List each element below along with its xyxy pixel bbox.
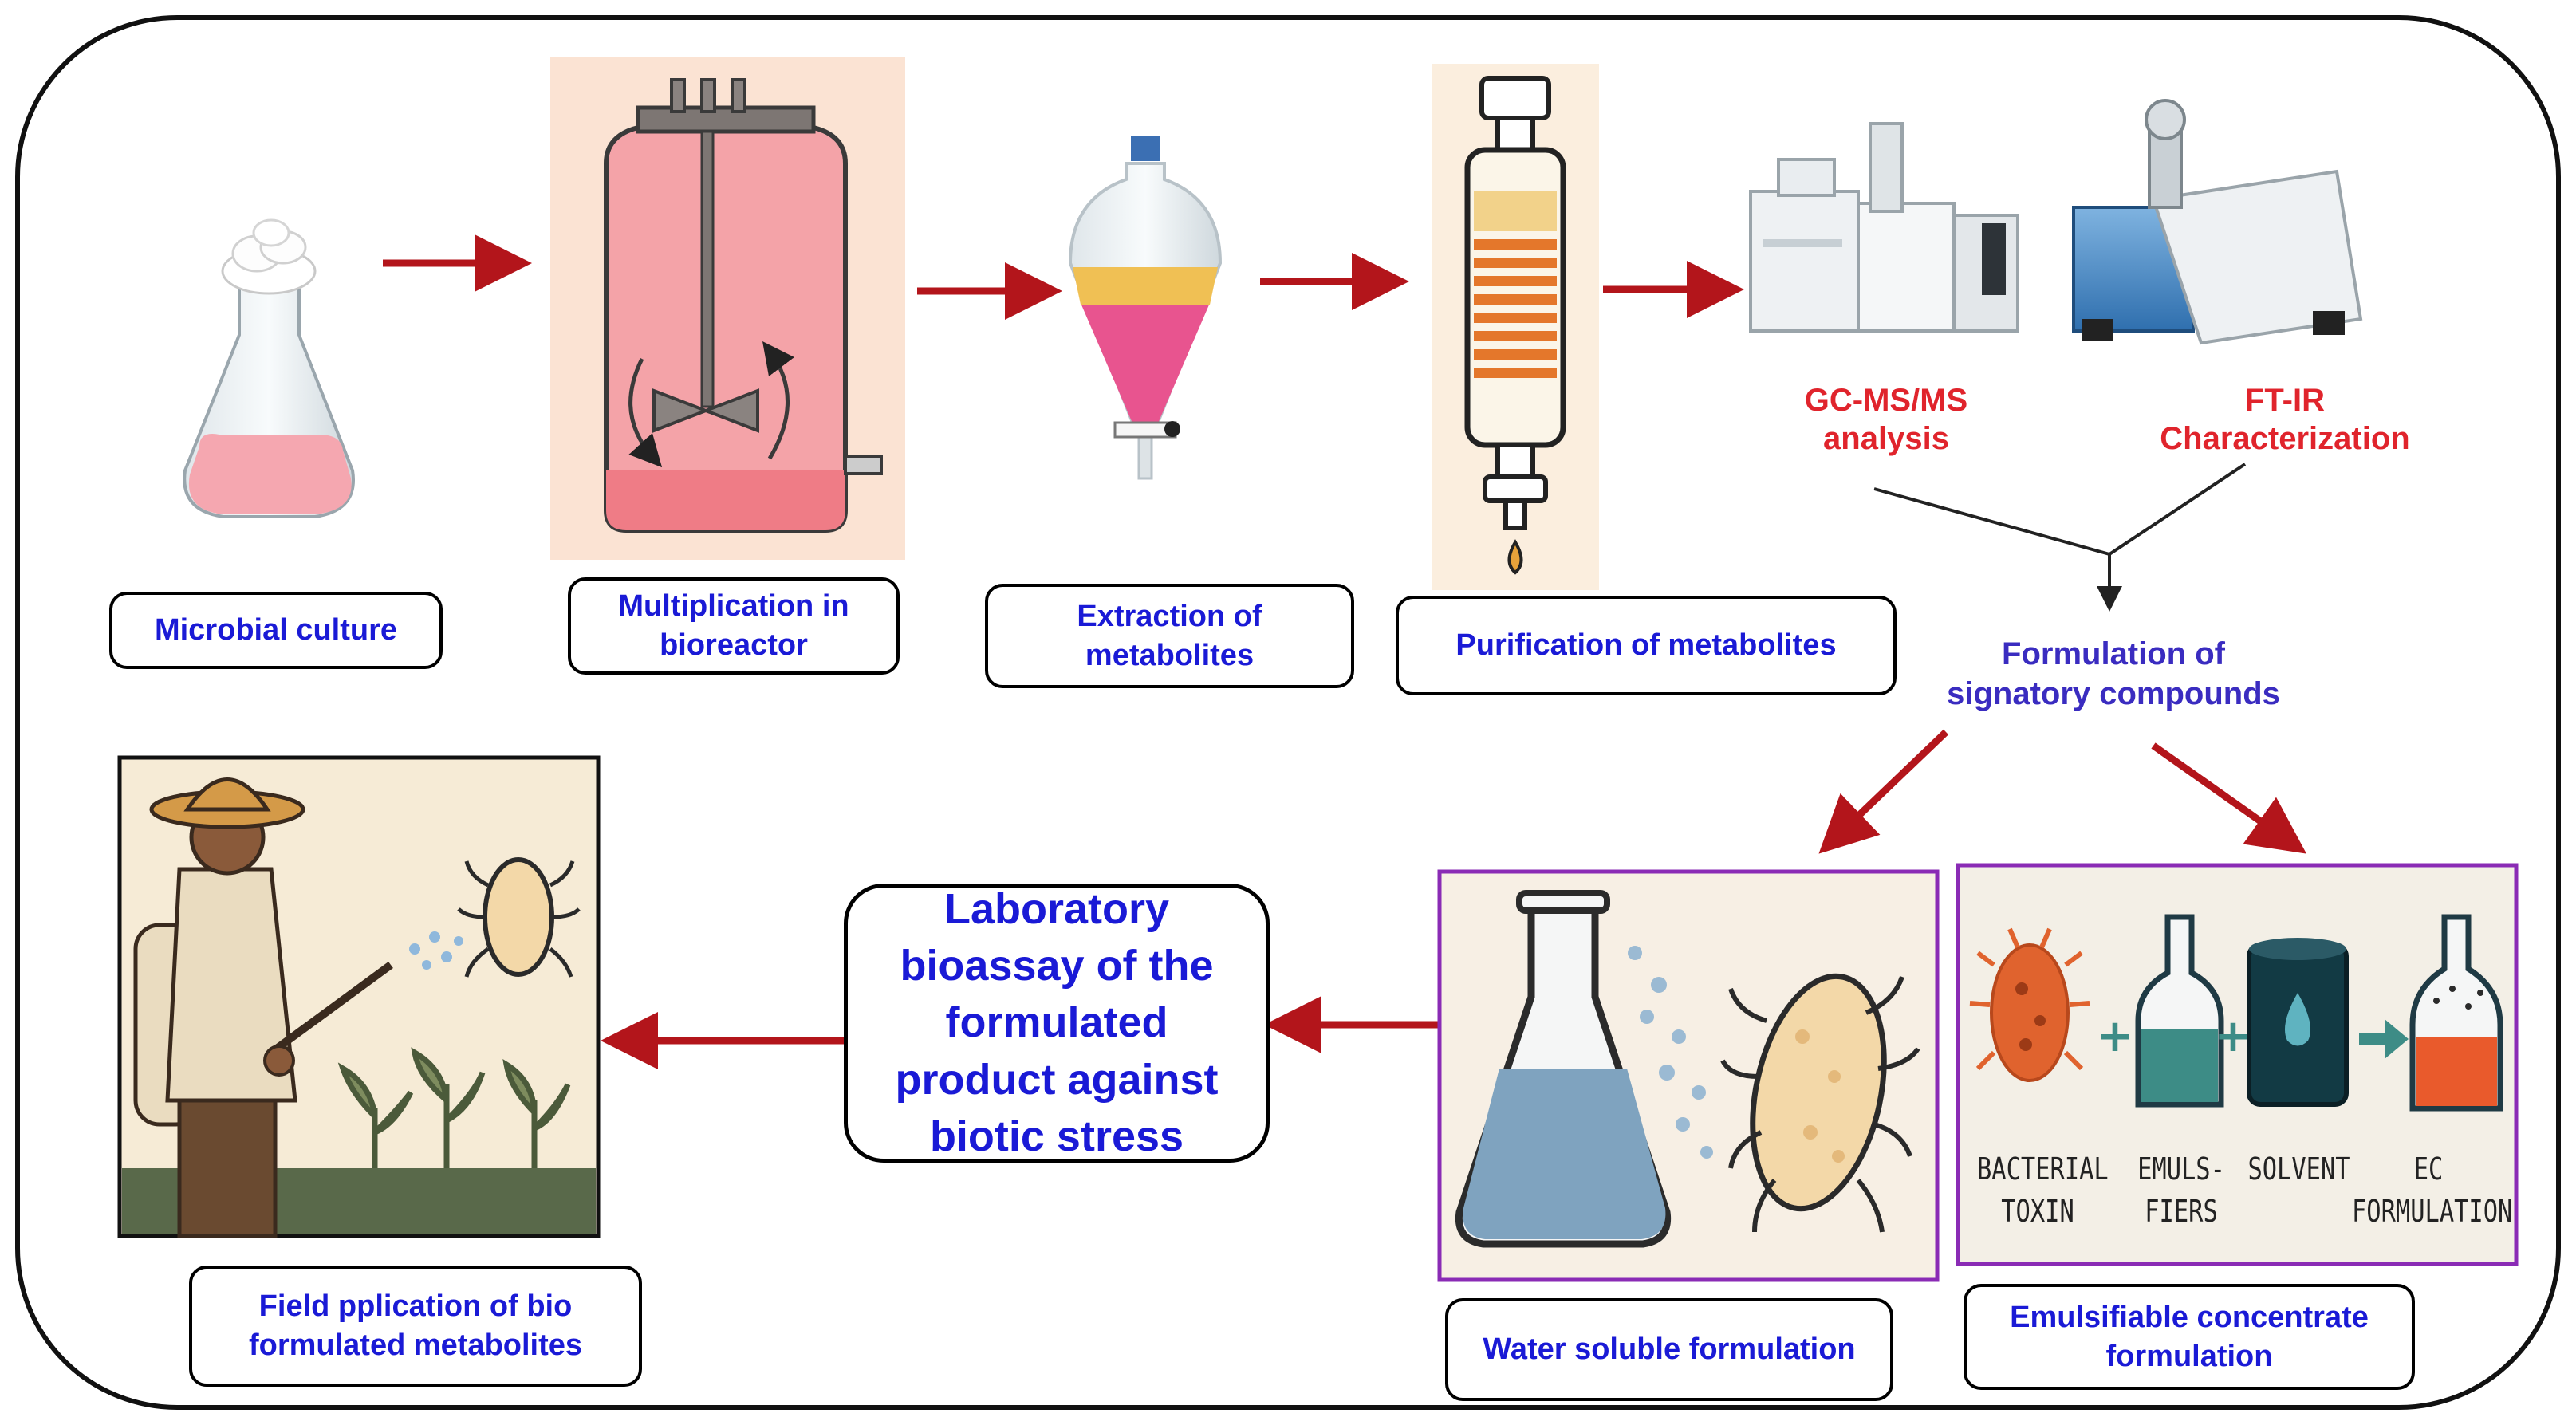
- arrow-to-water-soluble: [1818, 729, 1949, 854]
- ec-formulation-illustration: + +: [1956, 863, 2519, 1266]
- outer-frame: [15, 15, 2561, 1410]
- ft-ir-instrument-icon: [2072, 99, 2363, 345]
- ec-emulsifiers-text: EMULS-FIERS: [2137, 1151, 2225, 1230]
- gc-ms-instrument-icon: [1749, 122, 2019, 333]
- separatory-funnel-icon: [1068, 136, 1223, 480]
- step-microbial-culture: Microbial culture: [109, 592, 443, 669]
- line-ftir-converge: [2108, 463, 2247, 556]
- bioreactor-icon: [550, 57, 905, 560]
- chromatography-column-icon: [1432, 64, 1599, 590]
- arrow-to-emulsifiable: [2151, 742, 2307, 854]
- svg-text:+: +: [2097, 1010, 2134, 1062]
- svg-text:+: +: [2215, 1010, 2252, 1062]
- line-gcms-converge: [1873, 487, 2110, 556]
- ec-solvent-text: SOLVENT: [2247, 1151, 2350, 1187]
- water-soluble-illustration: [1437, 869, 1940, 1282]
- erlenmeyer-flask-icon: [183, 218, 355, 518]
- field-application-illustration: [117, 755, 601, 1238]
- step-water-soluble: Water soluble formulation: [1445, 1298, 1893, 1401]
- step-purification: Purification of metabolites: [1396, 596, 1897, 695]
